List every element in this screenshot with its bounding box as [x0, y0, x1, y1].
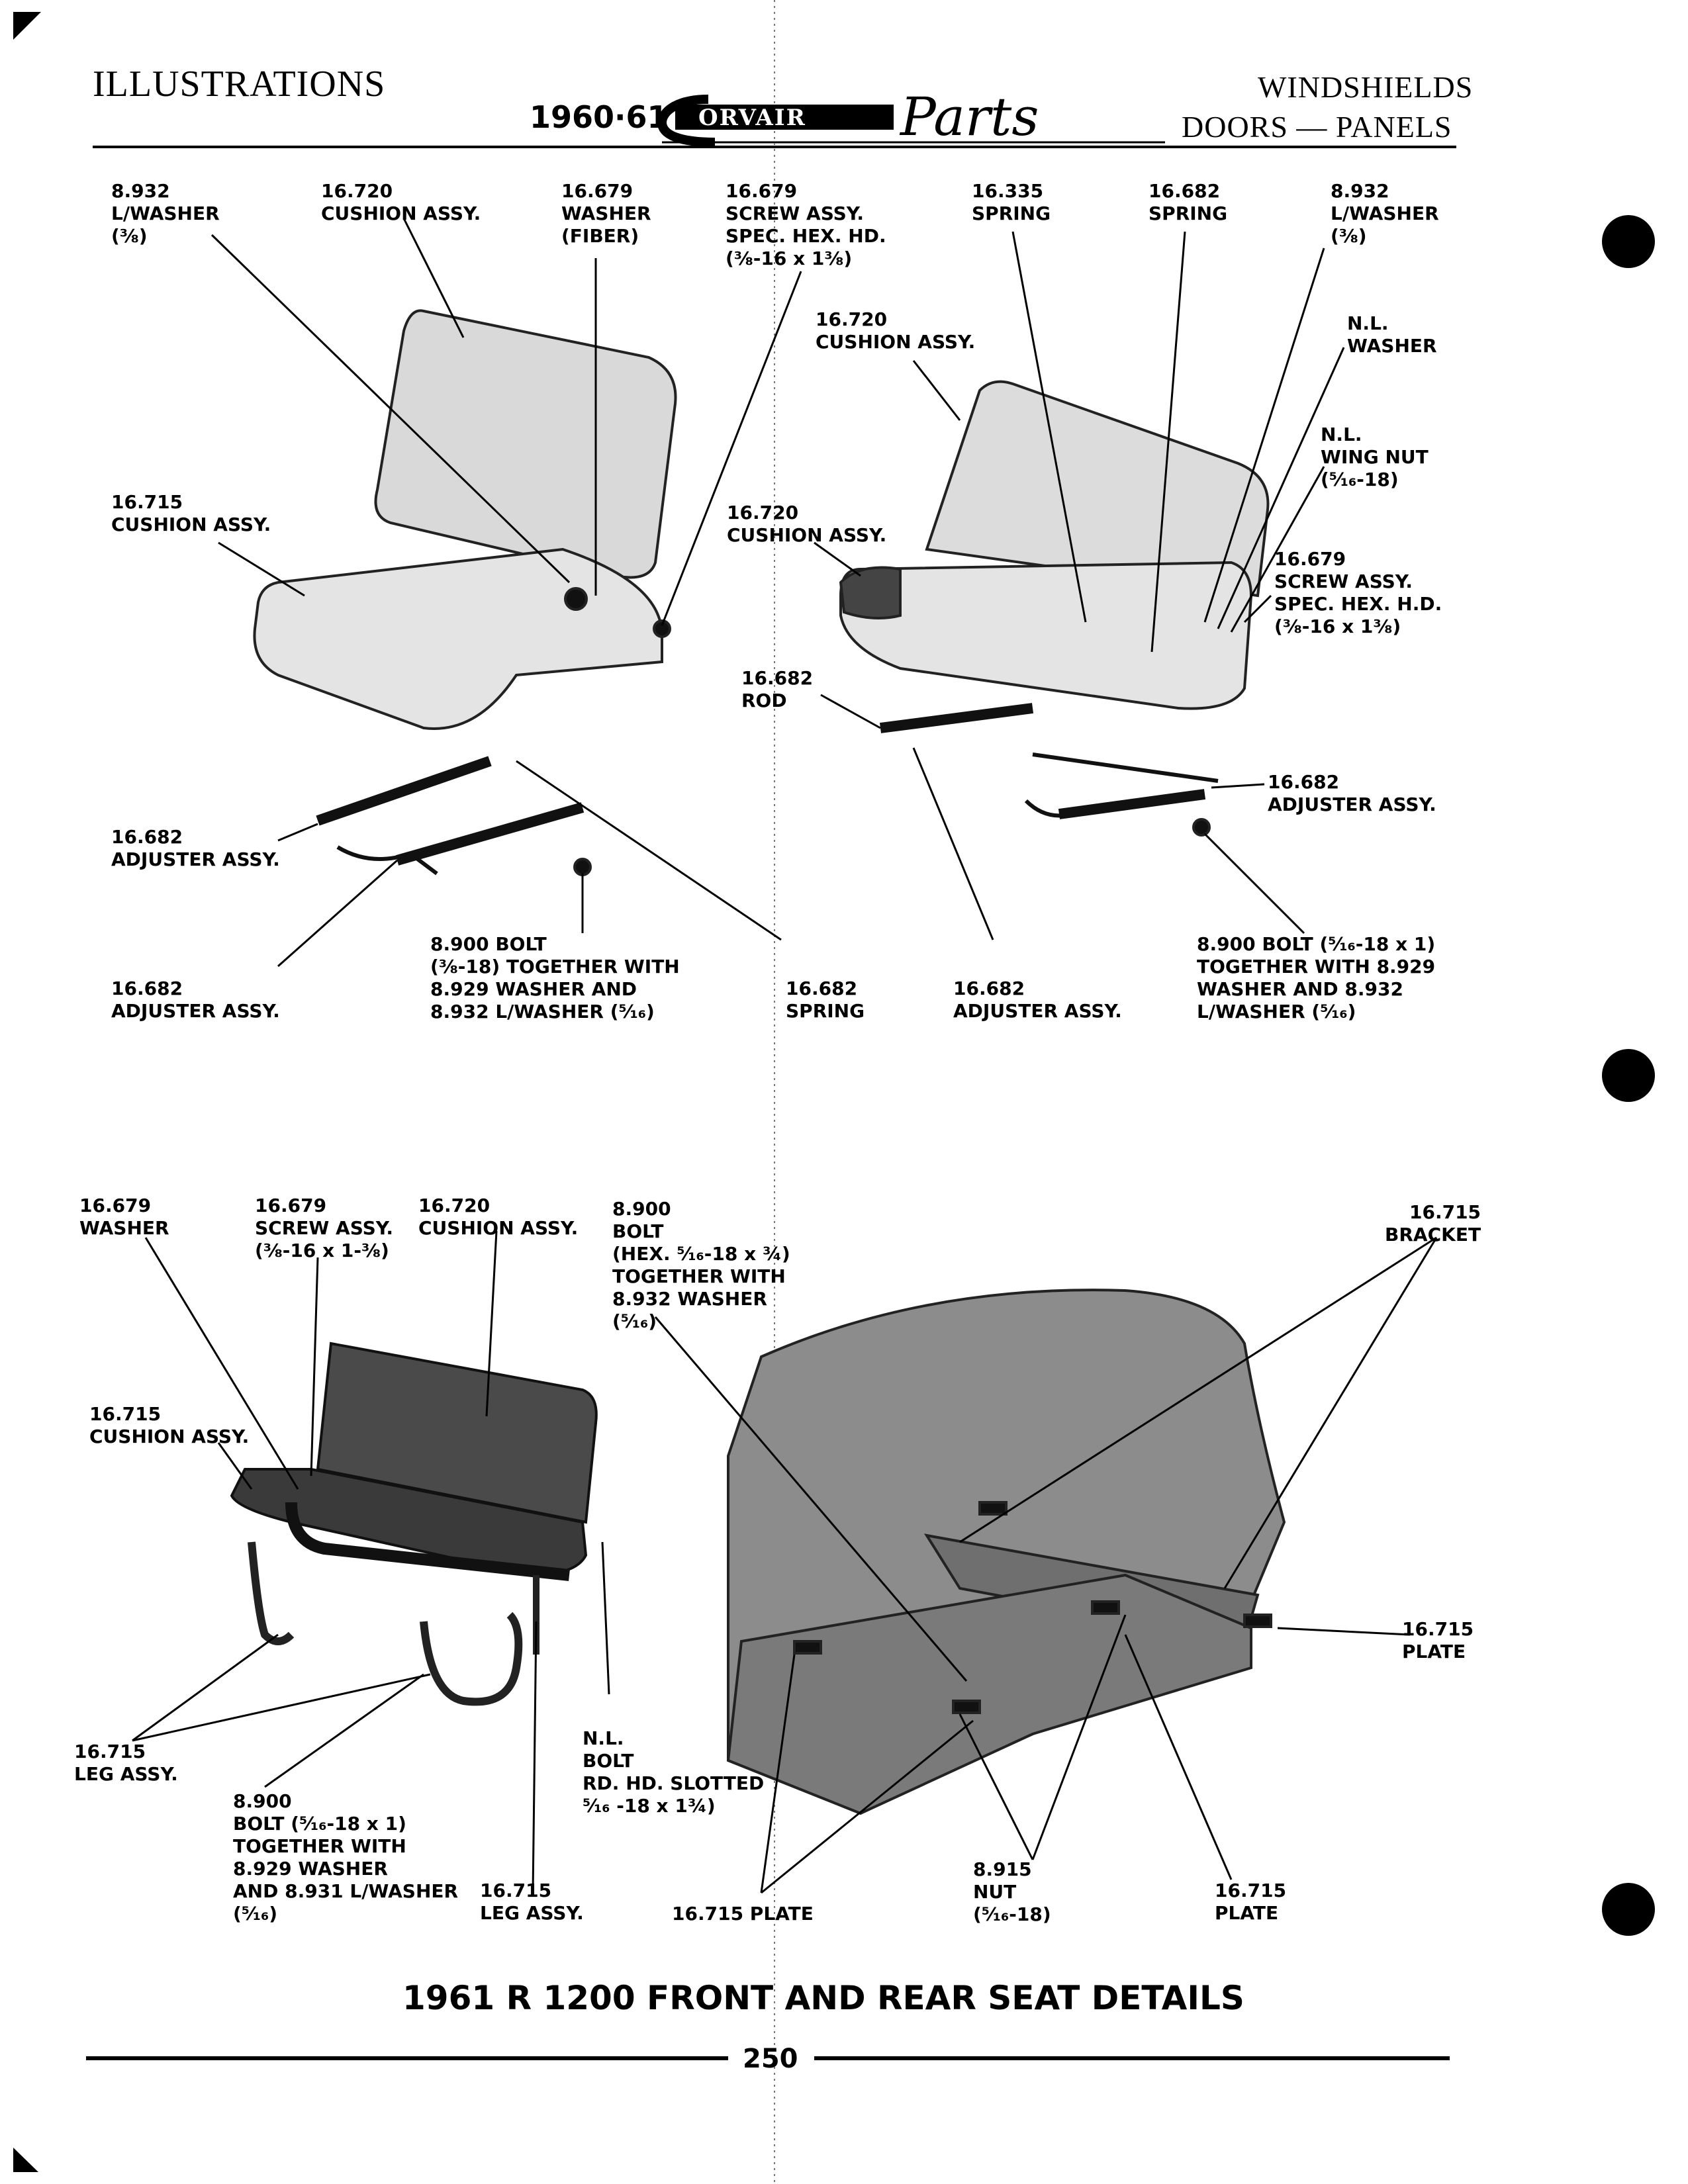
front-seat-right-illustration: [839, 380, 1270, 837]
binder-hole: [1602, 1049, 1655, 1102]
topic-line-1: WINDSHIELDS: [1258, 70, 1474, 104]
corvair-logo: [657, 95, 894, 147]
binder-hole: [1602, 1883, 1655, 1936]
bottom-corner-mark: [13, 2148, 38, 2172]
top-corner-mark: [13, 12, 41, 40]
topic-line-2: DOORS — PANELS: [1182, 110, 1452, 144]
leader-lines: [132, 218, 1438, 1894]
callout-label: N.L.WASHER: [1347, 312, 1437, 357]
binder-hole: [1602, 215, 1655, 268]
year-label: 1960·61: [530, 99, 669, 135]
callout-label: 16.715 PLATE: [672, 1903, 814, 1925]
callout-label: N.L.WING NUT(⁵⁄₁₆-18): [1321, 424, 1429, 490]
figure-caption: 1961 R 1200 FRONT AND REAR SEAT DETAILS: [402, 1979, 1244, 2017]
section-title: ILLUSTRATIONS: [93, 64, 386, 105]
rear-floor-illustration: [726, 1289, 1286, 1815]
page-number: 250: [743, 2044, 798, 2074]
brand-script: Parts: [900, 86, 1039, 148]
callout-label: 8.900 BOLT (⁵⁄₁₆-18 x 1)TOGETHER WITH 8.…: [1197, 933, 1436, 1023]
brand-name: ORVAIR: [698, 105, 806, 131]
front-seat-left-illustration: [253, 309, 677, 876]
rear-seat-illustration: [230, 1342, 598, 1706]
